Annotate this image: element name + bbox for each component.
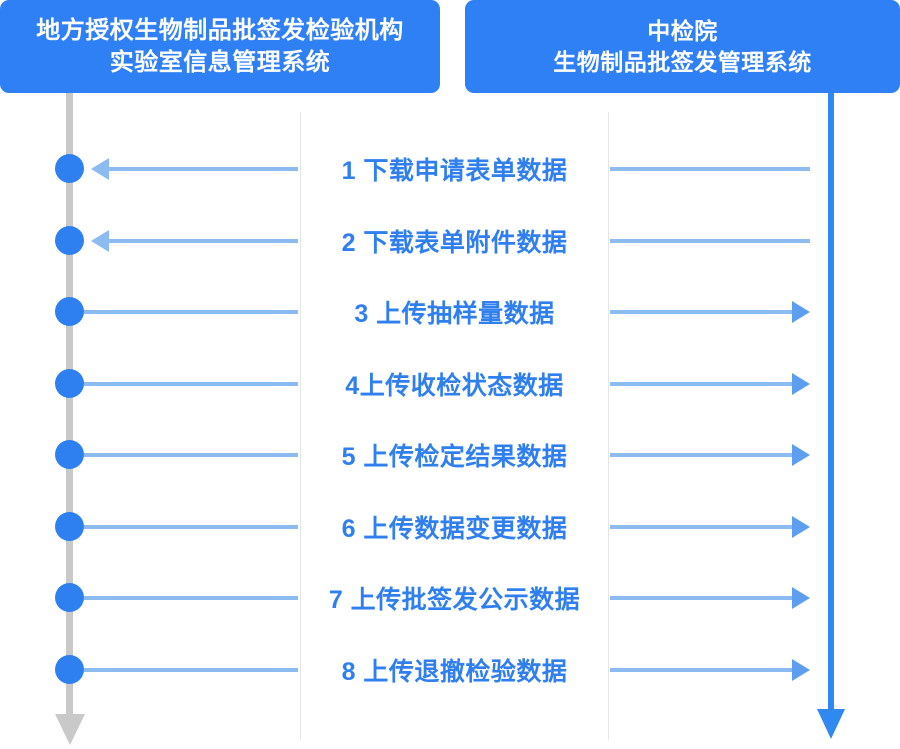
step-row-7: 7 上传批签发公示数据 bbox=[0, 562, 900, 634]
lifeline-left-arrow-icon bbox=[55, 714, 85, 745]
step-node-dot-4 bbox=[55, 368, 84, 398]
step-node-dot-8 bbox=[55, 654, 84, 684]
step-node-dot-3 bbox=[55, 297, 84, 326]
header-local-lims-line1: 地方授权生物制品批签发检验机构 bbox=[36, 16, 404, 44]
step-row-2: 2 下载表单附件数据 bbox=[0, 205, 900, 277]
connector-left-4 bbox=[84, 381, 298, 386]
arrow-left-icon-1 bbox=[91, 158, 109, 180]
step-label-1: 1 下载申请表单数据 bbox=[341, 157, 568, 185]
arrow-right-icon-3 bbox=[792, 301, 810, 323]
connector-left-8 bbox=[84, 667, 298, 672]
arrow-right-icon-7 bbox=[792, 587, 810, 609]
arrow-right-icon-8 bbox=[792, 658, 810, 681]
lifeline-left bbox=[66, 93, 73, 718]
step-row-1: 1 下载申请表单数据 bbox=[0, 133, 900, 205]
step-row-5: 5 上传检定结果数据 bbox=[0, 419, 900, 491]
step-row-6: 6 上传数据变更数据 bbox=[0, 491, 900, 563]
connector-right-8 bbox=[610, 667, 793, 672]
step-label-6: 6 上传数据变更数据 bbox=[341, 514, 568, 543]
header-nifdc-system-line1: 中检院 bbox=[647, 18, 718, 45]
step-label-3: 3 上传抽样量数据 bbox=[354, 300, 555, 328]
step-label-2: 2 下载表单附件数据 bbox=[341, 228, 568, 257]
lifeline-right bbox=[828, 93, 834, 713]
step-node-dot-1 bbox=[55, 154, 84, 183]
header-nifdc-system-line2: 生物制品批签发管理系统 bbox=[553, 48, 812, 75]
arrow-right-icon-5 bbox=[792, 444, 810, 466]
arrow-right-icon-4 bbox=[792, 372, 810, 395]
step-label-7: 7 上传批签发公示数据 bbox=[328, 586, 581, 614]
connector-left-2 bbox=[108, 238, 298, 243]
step-node-dot-5 bbox=[55, 440, 84, 469]
step-node-dot-2 bbox=[55, 225, 84, 255]
connector-left-6 bbox=[84, 524, 298, 529]
step-label-8: 8 上传退撤检验数据 bbox=[341, 657, 568, 686]
column-divider-left bbox=[300, 112, 301, 740]
connector-left-5 bbox=[84, 453, 298, 457]
step-row-4: 4上传收检状态数据 bbox=[0, 348, 900, 420]
header-local-lims: 地方授权生物制品批签发检验机构 实验室信息管理系统 bbox=[0, 0, 440, 93]
lifeline-right-arrow-icon bbox=[817, 709, 845, 739]
arrow-right-icon-6 bbox=[792, 515, 810, 538]
step-label-5: 5 上传检定结果数据 bbox=[341, 443, 568, 471]
step-label-4: 4上传收检状态数据 bbox=[345, 371, 564, 400]
connector-left-7 bbox=[84, 596, 298, 600]
step-node-dot-6 bbox=[55, 511, 84, 541]
connector-right-1 bbox=[610, 167, 810, 171]
step-node-dot-7 bbox=[55, 583, 84, 612]
connector-right-5 bbox=[610, 453, 793, 457]
connector-right-7 bbox=[610, 596, 793, 600]
connector-right-3 bbox=[610, 310, 793, 314]
step-row-3: 3 上传抽样量数据 bbox=[0, 276, 900, 348]
connector-right-6 bbox=[610, 524, 793, 529]
connector-left-3 bbox=[84, 310, 298, 314]
arrow-left-icon-2 bbox=[91, 229, 109, 252]
header-local-lims-line2: 实验室信息管理系统 bbox=[109, 48, 331, 76]
connector-right-2 bbox=[610, 238, 810, 243]
header-nifdc-system: 中检院 生物制品批签发管理系统 bbox=[465, 0, 900, 93]
connector-left-1 bbox=[108, 167, 298, 171]
step-row-8: 8 上传退撤检验数据 bbox=[0, 634, 900, 706]
column-divider-right bbox=[608, 112, 609, 740]
connector-right-4 bbox=[610, 381, 793, 386]
